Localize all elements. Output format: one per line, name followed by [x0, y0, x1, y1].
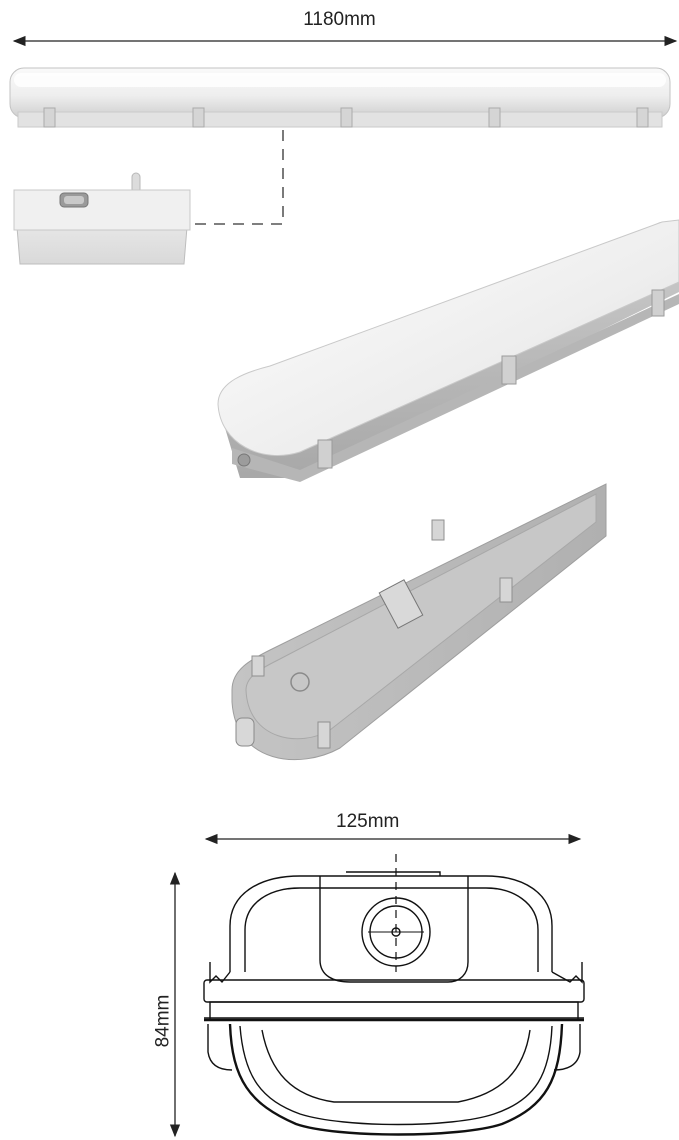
- width-label: 125mm: [336, 811, 400, 832]
- driver-box: [13, 172, 191, 265]
- fixture-side-view: [9, 67, 671, 128]
- end-section-drawing: [203, 854, 585, 1136]
- fixture-perspective-back: [231, 483, 607, 761]
- length-label: 1180mm: [303, 9, 376, 30]
- connector-dashed-line: [186, 130, 284, 225]
- fixture-perspective-top: [217, 219, 679, 482]
- height-label: 84mm: [152, 994, 174, 1048]
